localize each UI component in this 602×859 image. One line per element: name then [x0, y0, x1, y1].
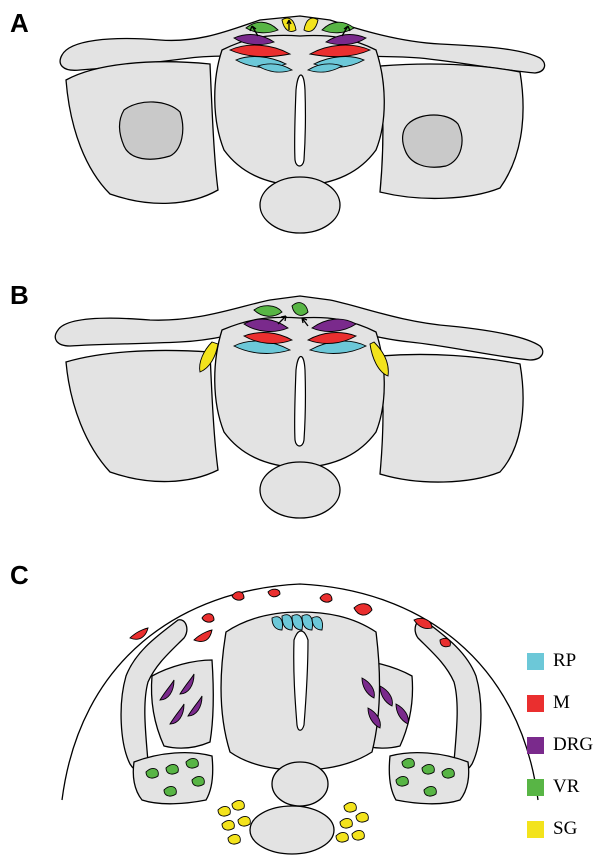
- legend-swatch-m: [527, 695, 544, 712]
- panel-a-drawing: [60, 16, 544, 233]
- legend-swatch-rp: [527, 653, 544, 670]
- panel-b-left-somite: [66, 350, 218, 481]
- legend-label-rp: RP: [553, 650, 576, 672]
- legend-label-drg: DRG: [553, 734, 593, 756]
- legend-item-vr: VR: [527, 776, 602, 800]
- panel-b-right-somite: [380, 354, 523, 482]
- panel-c-notochord-lower: [250, 806, 334, 854]
- panel-c-left-sclerotome: [152, 660, 214, 748]
- legend-item-sg: SG: [527, 818, 602, 842]
- panel-a-notochord: [260, 177, 340, 233]
- panel-b-neural-lumen: [295, 357, 306, 447]
- panel-c-drawing: [62, 584, 538, 854]
- legend-label-sg: SG: [553, 818, 577, 840]
- legend-item-rp: RP: [527, 650, 602, 674]
- legend-swatch-vr: [527, 779, 544, 796]
- legend-swatch-drg: [527, 737, 544, 754]
- legend-label-vr: VR: [553, 776, 579, 798]
- panel-a-neural-lumen: [295, 75, 306, 166]
- panel-b-drawing: [55, 296, 542, 518]
- legend-swatch-sg: [527, 821, 544, 838]
- legend-label-m: M: [553, 692, 570, 714]
- legend-item-drg: DRG: [527, 734, 602, 758]
- panel-c-notochord: [272, 762, 328, 806]
- legend-item-m: M: [527, 692, 602, 716]
- panel-a-right-somite-core: [403, 115, 462, 167]
- panel-a-left-somite-core: [120, 102, 183, 159]
- panel-b-notochord: [260, 462, 340, 518]
